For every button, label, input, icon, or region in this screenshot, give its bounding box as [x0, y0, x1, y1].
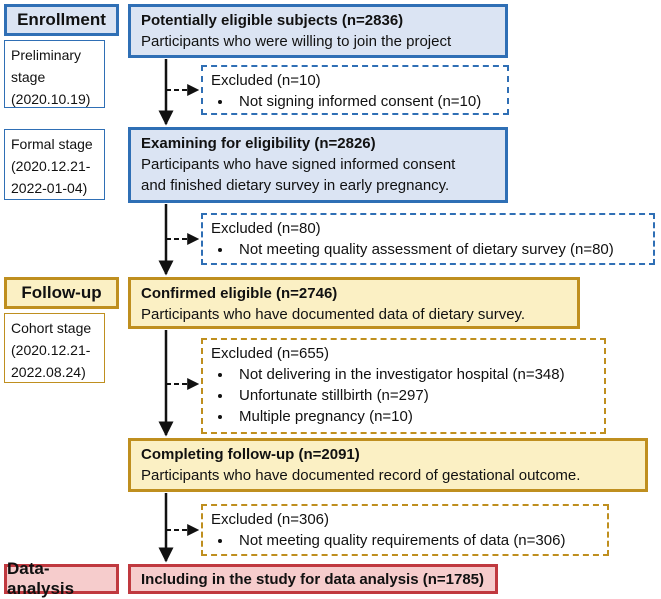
- note-preliminary-stage: Preliminary stage (2020.10.19): [4, 40, 105, 108]
- excluded-box-4: Excluded (n=306) Not meeting quality req…: [201, 504, 609, 556]
- excluded-header: Excluded (n=10): [211, 72, 321, 89]
- box-title: Including in the study for data analysis…: [141, 570, 484, 588]
- note-line: 2022.08.24): [11, 364, 86, 380]
- box-description: Participants who have documented record …: [141, 467, 581, 484]
- excluded-box-3: Excluded (n=655) Not delivering in the i…: [201, 338, 606, 434]
- box-title: Examining for eligibility (n=2826): [141, 135, 376, 152]
- excluded-list: Not signing informed consent (n=10): [211, 91, 499, 112]
- box-description: and finished dietary survey in early pre…: [141, 177, 450, 194]
- box-potentially-eligible: Potentially eligible subjects (n=2836) P…: [128, 4, 508, 58]
- excluded-box-2: Excluded (n=80) Not meeting quality asse…: [201, 213, 655, 265]
- list-item: Not meeting quality assessment of dietar…: [233, 239, 645, 260]
- note-line: (2020.12.21-: [11, 158, 91, 174]
- note-line: Preliminary: [11, 47, 82, 63]
- box-title: Potentially eligible subjects (n=2836): [141, 12, 404, 29]
- note-line: 2022-01-04): [11, 180, 88, 196]
- note-formal-stage: Formal stage (2020.12.21- 2022-01-04): [4, 129, 105, 200]
- excluded-header: Excluded (n=80): [211, 220, 321, 237]
- box-title: Confirmed eligible (n=2746): [141, 285, 338, 302]
- stage-enrollment: Enrollment: [4, 4, 119, 36]
- excluded-header: Excluded (n=306): [211, 511, 329, 528]
- box-description: Participants who were willing to join th…: [141, 33, 452, 50]
- stage-followup: Follow-up: [4, 277, 119, 309]
- stage-followup-label: Follow-up: [21, 283, 102, 302]
- list-item: Unfortunate stillbirth (n=297): [233, 385, 596, 406]
- box-description: Participants who have documented data of…: [141, 306, 526, 323]
- box-description: Participants who have signed informed co…: [141, 156, 456, 173]
- box-title: Completing follow-up (n=2091): [141, 446, 360, 463]
- note-line: stage: [11, 69, 46, 85]
- box-completing-followup: Completing follow-up (n=2091) Participan…: [128, 438, 648, 492]
- excluded-box-1: Excluded (n=10) Not signing informed con…: [201, 65, 509, 115]
- list-item: Not delivering in the investigator hospi…: [233, 364, 596, 385]
- stage-data-analysis: Data-analysis: [4, 559, 119, 598]
- list-item: Not meeting quality requirements of data…: [233, 530, 599, 551]
- box-including-analysis: Including in the study for data analysis…: [128, 564, 498, 594]
- excluded-header: Excluded (n=655): [211, 345, 329, 362]
- excluded-list: Not meeting quality assessment of dietar…: [211, 239, 645, 260]
- note-line: (2020.10.19): [11, 91, 91, 107]
- excluded-list: Not meeting quality requirements of data…: [211, 530, 599, 551]
- box-examining-eligibility: Examining for eligibility (n=2826) Parti…: [128, 127, 508, 203]
- list-item: Not signing informed consent (n=10): [233, 91, 499, 112]
- stage-enrollment-label: Enrollment: [17, 10, 106, 29]
- note-line: Cohort stage: [11, 320, 92, 336]
- note-cohort-stage: Cohort stage (2020.12.21- 2022.08.24): [4, 313, 105, 383]
- note-line: (2020.12.21-: [11, 342, 91, 358]
- note-line: Formal stage: [11, 136, 93, 152]
- list-item: Multiple pregnancy (n=10): [233, 406, 596, 427]
- box-confirmed-eligible: Confirmed eligible (n=2746) Participants…: [128, 277, 580, 329]
- excluded-list: Not delivering in the investigator hospi…: [211, 364, 596, 427]
- stage-analysis-label: Data-analysis: [7, 559, 75, 598]
